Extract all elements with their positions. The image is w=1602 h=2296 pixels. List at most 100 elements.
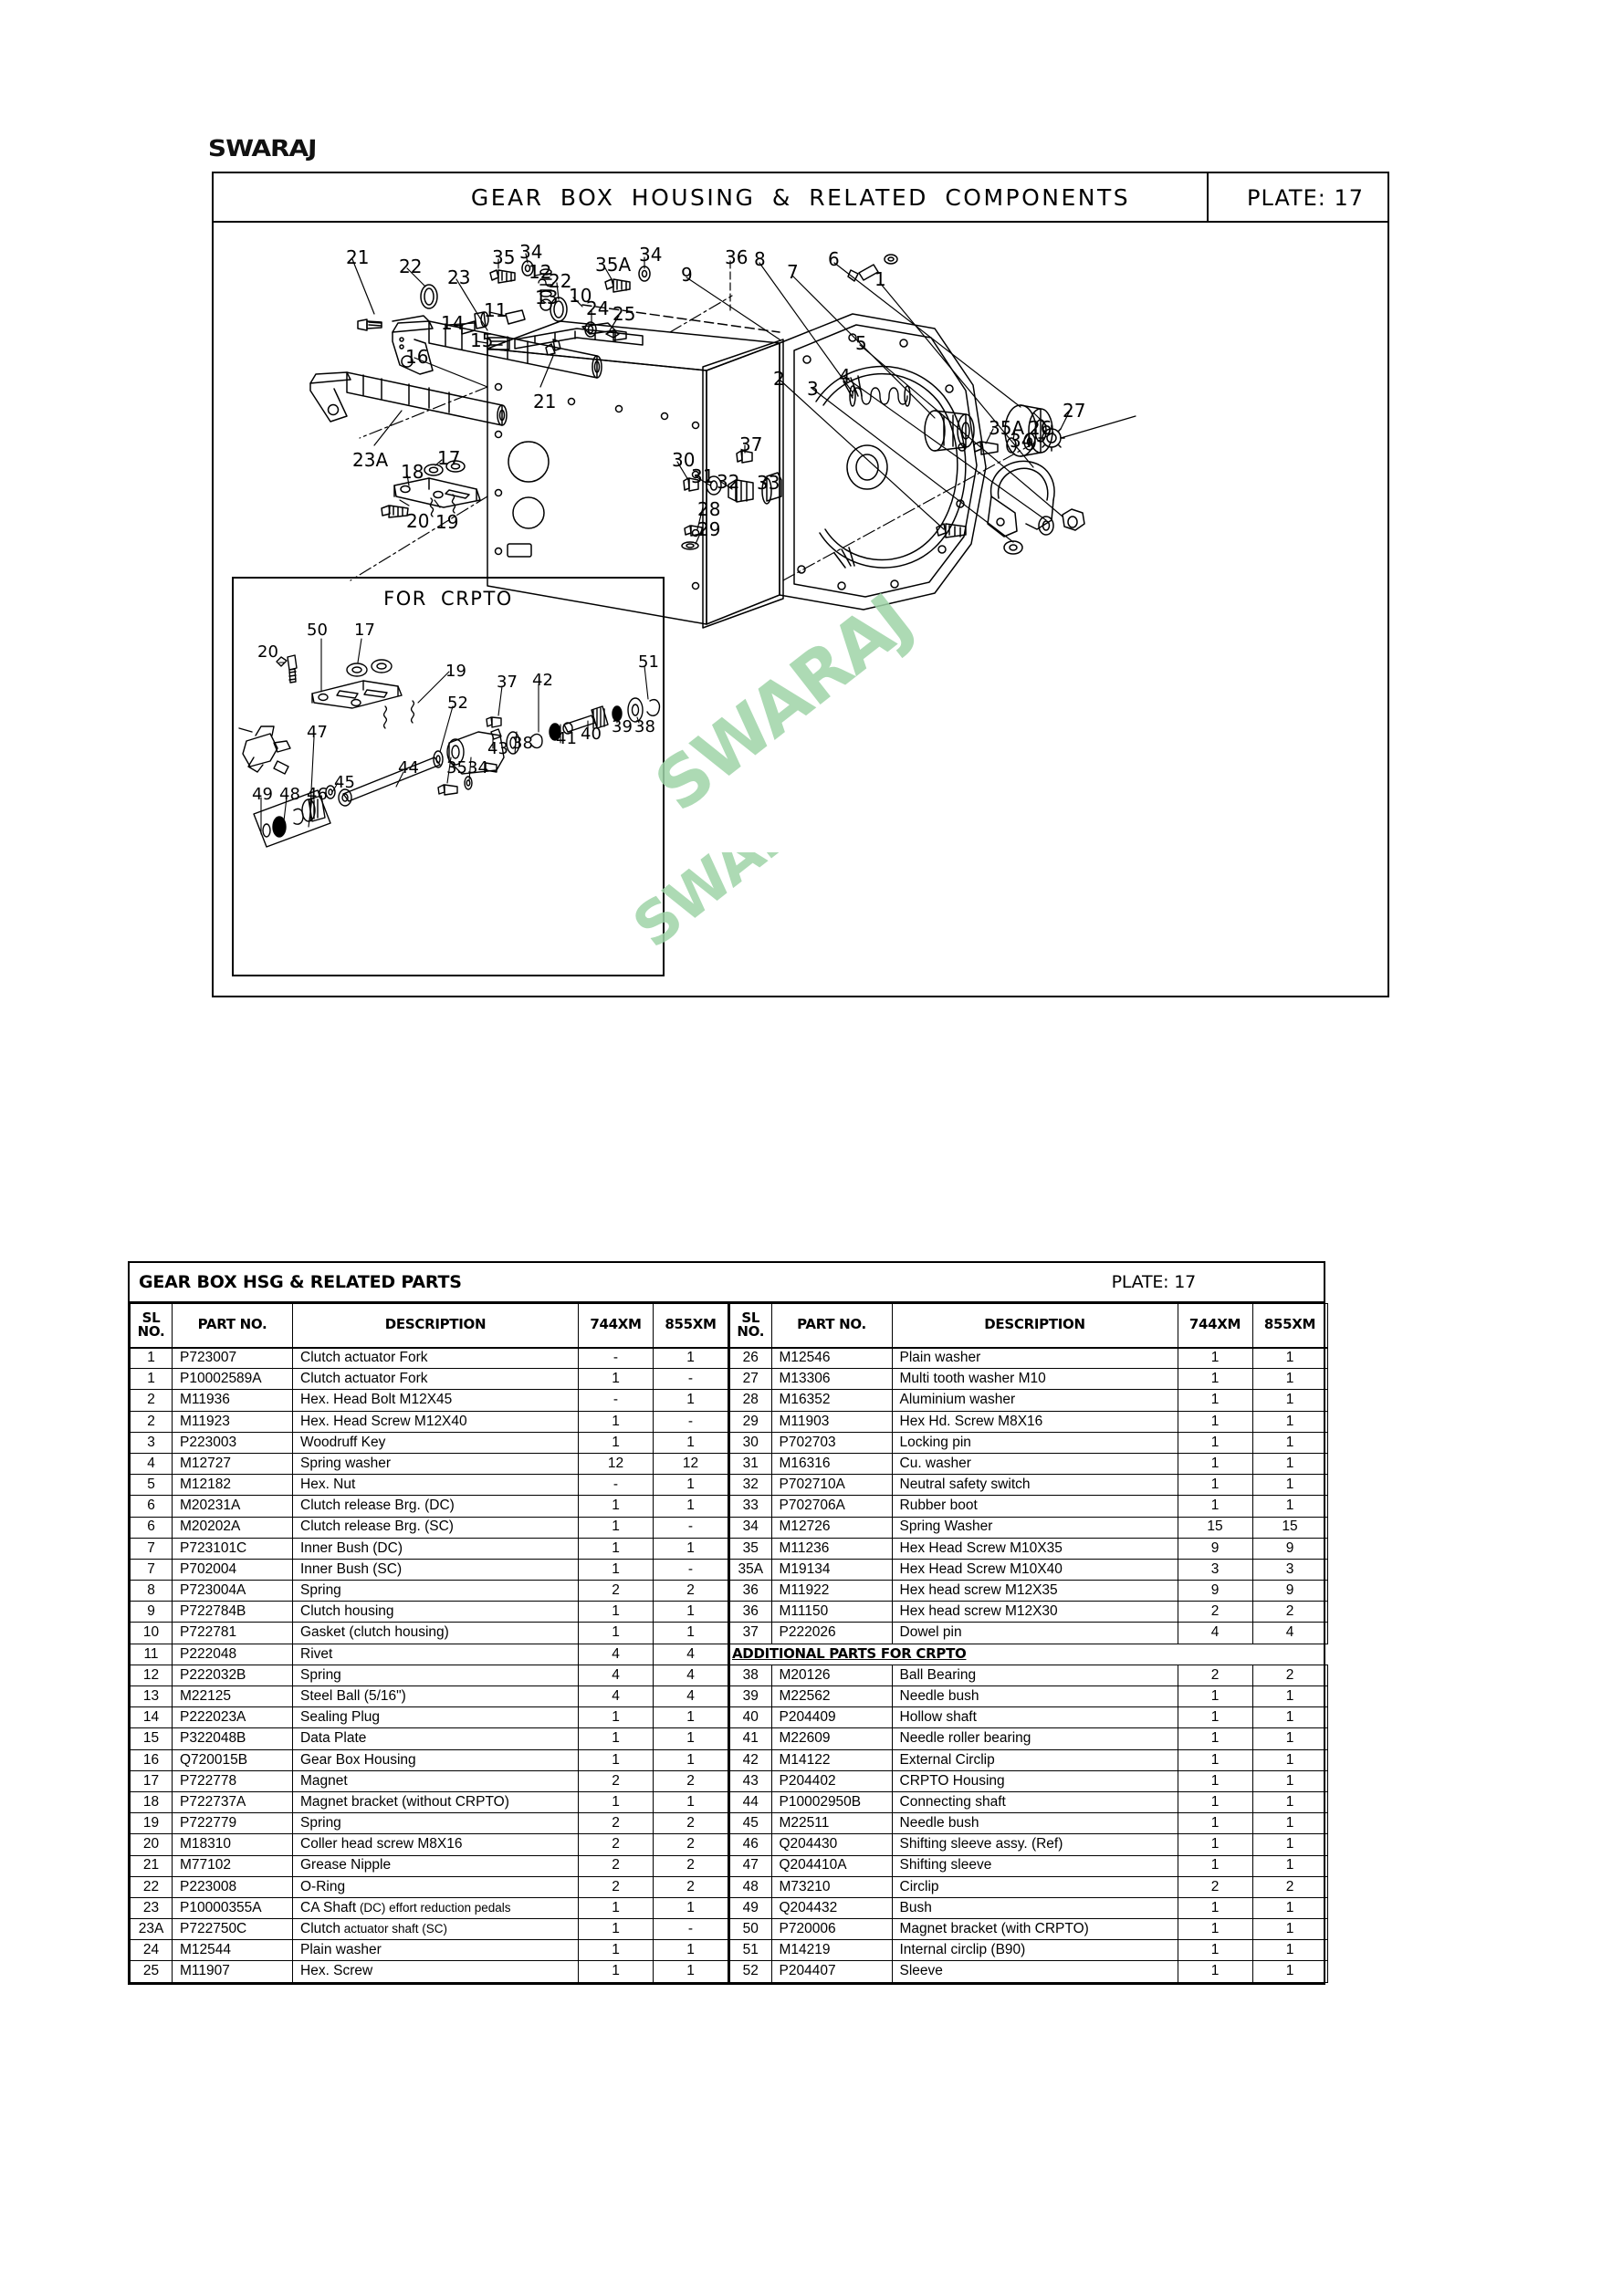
callout-number: 22 — [549, 270, 572, 292]
table-title: GEAR BOX HSG & RELATED PARTS — [139, 1272, 462, 1292]
table-cell-description: Spring Washer — [891, 1516, 1178, 1539]
callout-number: 46 — [307, 785, 328, 804]
callout-number: 34 — [519, 241, 543, 263]
table-cell-sl-no: 22 — [130, 1875, 173, 1898]
table-cell-qty-744xm: 15 — [1177, 1516, 1253, 1539]
col-header-855xm: 855XM — [653, 1303, 728, 1349]
table-cell-qty-744xm: 1 — [578, 1537, 654, 1560]
table-cell-qty-855xm: 1 — [1251, 1346, 1328, 1370]
table-cell-qty-855xm: 9 — [1251, 1580, 1328, 1602]
table-cell-part-no: M20231A — [172, 1495, 293, 1518]
table-cell-qty-855xm: 12 — [653, 1452, 728, 1476]
callout-number: 51 — [638, 652, 659, 672]
callout-number: 34 — [467, 758, 488, 778]
table-cell-part-no: P720006 — [770, 1918, 893, 1941]
table-cell-qty-744xm: 1 — [1177, 1748, 1253, 1771]
callout-number: 35 — [492, 246, 516, 268]
table-cell-part-no: M73210 — [770, 1875, 893, 1898]
table-cell-part-no: M12727 — [172, 1452, 293, 1476]
table-cell-sl-no: 39 — [728, 1685, 772, 1708]
table-cell-description: Rubber boot — [891, 1495, 1178, 1518]
table-cell-part-no: M11936 — [172, 1389, 293, 1412]
table-cell-description: Hollow shaft — [891, 1706, 1178, 1729]
table-cell-part-no: M77102 — [172, 1854, 293, 1877]
table-cell-qty-744xm: 1 — [1177, 1939, 1253, 1962]
table-cell-qty-855xm: 2 — [1251, 1664, 1328, 1687]
callout-number: 26 — [1029, 417, 1052, 439]
table-cell-qty-855xm: 2 — [653, 1812, 728, 1835]
table-cell-qty-744xm: 2 — [578, 1854, 654, 1877]
table-head-left: SL NO. PART NO. DESCRIPTION 744XM 855XM — [130, 1303, 728, 1349]
callout-number: 38 — [512, 734, 533, 753]
callout-number: 6 — [828, 248, 840, 270]
table-cell-sl-no: 46 — [728, 1833, 772, 1856]
table-cell-qty-744xm: 2 — [1177, 1664, 1253, 1687]
table-cell-qty-855xm: 2 — [653, 1854, 728, 1877]
table-cell-description: Needle bush — [891, 1812, 1178, 1835]
callout-number: 35A — [989, 417, 1025, 439]
callout-number: 22 — [399, 256, 423, 277]
table-cell-part-no: Q204432 — [770, 1896, 893, 1920]
clutch-housing-9 — [779, 313, 987, 611]
table-cell-qty-855xm: 1 — [1251, 1727, 1328, 1750]
table-cell-part-no: M18310 — [172, 1833, 293, 1856]
table-cell-sl-no: 7 — [130, 1537, 173, 1560]
table-cell-part-no: M22125 — [172, 1685, 293, 1708]
callout-number: 42 — [532, 671, 553, 690]
table-cell-qty-744xm: 1 — [578, 1431, 654, 1454]
leader-lines — [350, 253, 1071, 581]
table-cell-part-no: P702710A — [770, 1474, 893, 1497]
diagram-title: GEAR BOX HOUSING & RELATED COMPONENTS — [470, 184, 1131, 211]
table-cell-sl-no: 33 — [728, 1495, 772, 1518]
table-cell-description: External Circlip — [891, 1748, 1178, 1771]
shift-rail-23a — [309, 371, 508, 426]
table-cell-description: Clutch actuator Fork — [292, 1346, 579, 1370]
table-cell-qty-855xm: 2 — [653, 1833, 728, 1856]
callout-number: 4 — [839, 365, 851, 387]
table-cell-description: CA Shaft (DC) effort reduction pedals — [292, 1896, 579, 1920]
table-cell-qty-855xm: 1 — [1251, 1939, 1328, 1962]
table-cell-sl-no: 31 — [728, 1452, 772, 1476]
table-cell-sl-no: 48 — [728, 1875, 772, 1898]
table-cell-sl-no: 40 — [728, 1706, 772, 1729]
table-cell-part-no: M22562 — [770, 1685, 893, 1708]
table-cell-sl-no: 42 — [728, 1748, 772, 1771]
callout-number: 20 — [257, 642, 278, 662]
table-cell-qty-855xm: 1 — [1251, 1368, 1328, 1391]
callout-number: 35A — [595, 254, 632, 276]
table-cell-qty-855xm: 1 — [653, 1601, 728, 1623]
table-cell-part-no: M11236 — [770, 1537, 893, 1560]
table-cell-qty-855xm: 2 — [1251, 1601, 1328, 1623]
housing-top-parts — [461, 268, 780, 350]
table-cell-qty-744xm: 2 — [1177, 1875, 1253, 1898]
table-cell-qty-855xm: 1 — [1251, 1960, 1328, 1983]
callout-number: 16 — [405, 346, 429, 368]
table-head-right: SL NO. PART NO. DESCRIPTION 744XM 855XM — [728, 1303, 1328, 1349]
callout-number: 10 — [569, 285, 592, 307]
callout-number: 34 — [639, 244, 663, 266]
table-header-row-right: SL NO. PART NO. DESCRIPTION 744XM 855XM — [728, 1303, 1328, 1349]
table-cell-part-no: M11907 — [172, 1960, 293, 1983]
table-cell-qty-744xm: 9 — [1177, 1580, 1253, 1602]
callout-number: 15 — [470, 329, 494, 351]
table-cell-part-no: P223008 — [172, 1875, 293, 1898]
callout-number: 48 — [279, 785, 300, 804]
table-cell-description: Grease Nipple — [292, 1854, 579, 1877]
callout-number: 43 — [487, 739, 508, 758]
table-cell-qty-855xm: 1 — [1251, 1389, 1328, 1412]
table-cell-sl-no: 1 — [130, 1346, 173, 1370]
table-cell-part-no: Q204430 — [770, 1833, 893, 1856]
table-cell-qty-744xm: 1 — [578, 1939, 654, 1962]
table-cell-qty-855xm: 1 — [653, 1346, 728, 1370]
